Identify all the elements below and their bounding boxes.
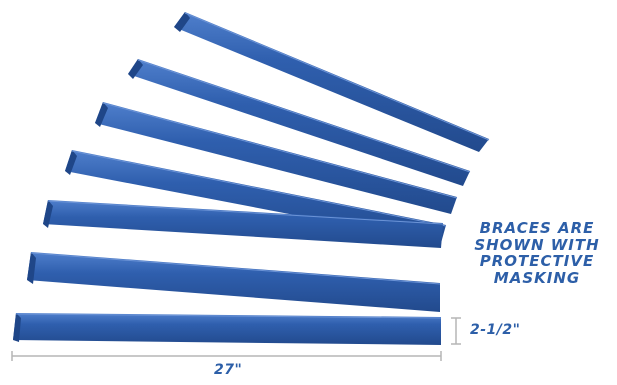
length-dimension-marker xyxy=(11,351,442,361)
width-dimension-label: 2-1/2" xyxy=(470,322,521,338)
brace-2 xyxy=(128,59,471,186)
note-line: SHOWN WITH xyxy=(474,235,600,254)
brace-6 xyxy=(27,252,441,312)
masking-note: BRACES ARE SHOWN WITH PROTECTIVE MASKING xyxy=(462,220,612,286)
length-dimension-label: 27" xyxy=(214,362,243,378)
brace-7 xyxy=(13,313,442,345)
brace-5 xyxy=(43,200,444,248)
note-line: MASKING xyxy=(493,268,581,287)
note-line: BRACES ARE xyxy=(479,219,595,237)
brace-3 xyxy=(95,102,458,214)
brace-1 xyxy=(174,12,490,152)
width-dimension-marker xyxy=(451,317,461,345)
note-line: PROTECTIVE xyxy=(479,252,595,270)
